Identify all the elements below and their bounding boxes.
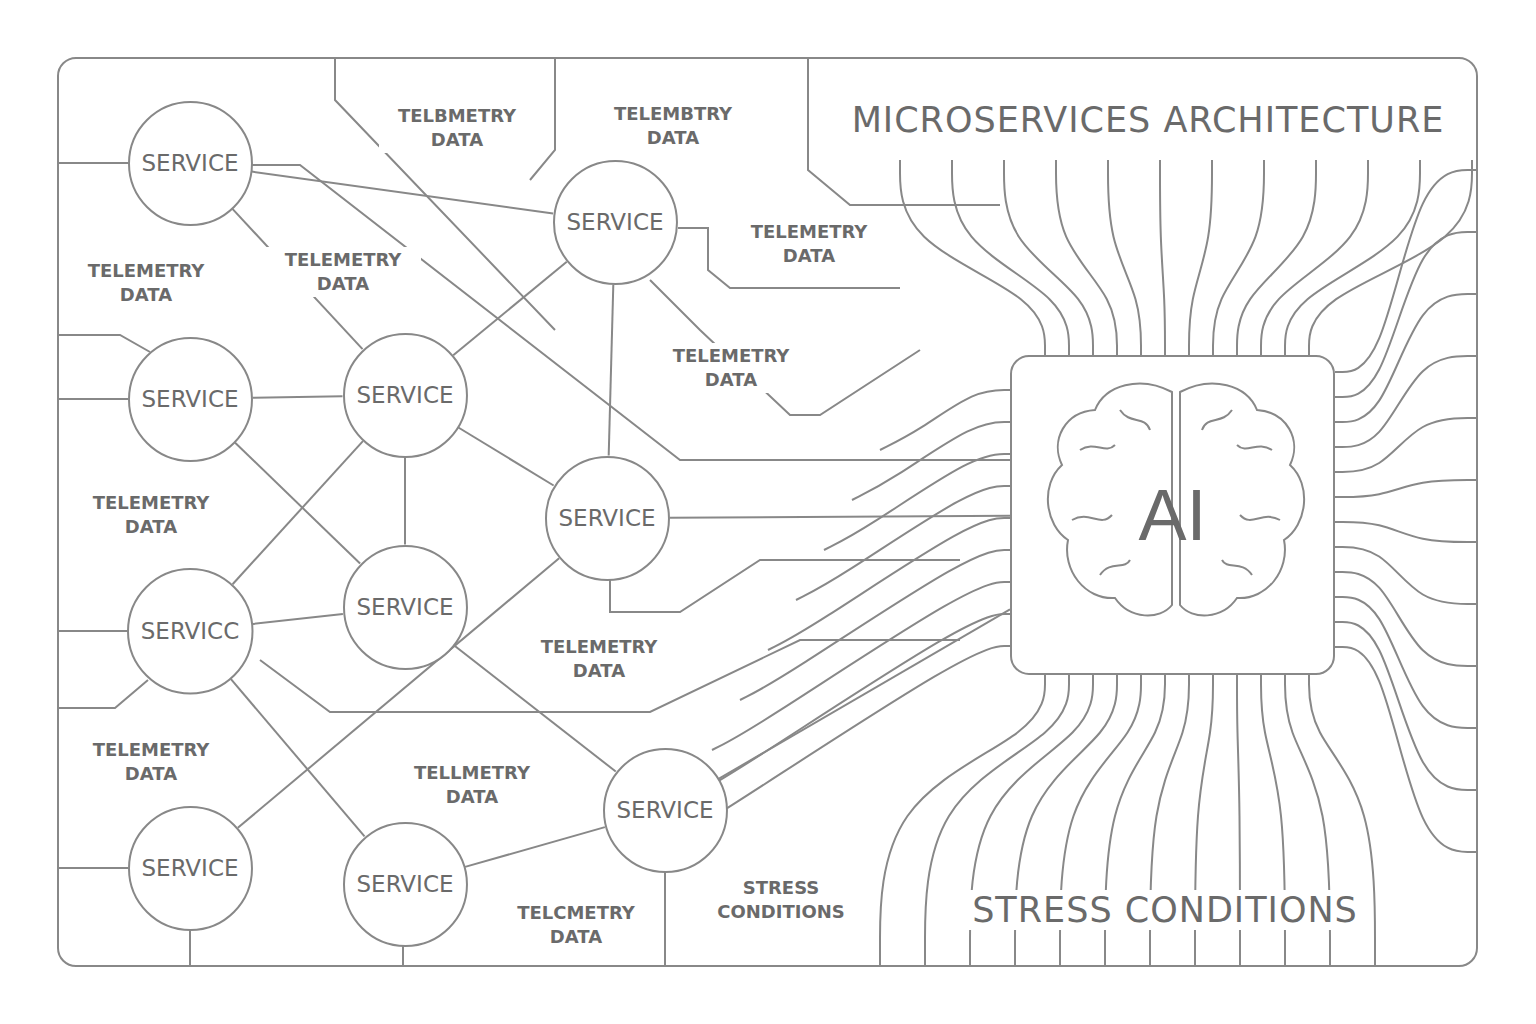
telemetry-label: TELEMBTRY DATA	[595, 101, 751, 152]
connector	[252, 396, 342, 398]
trace	[796, 486, 1010, 600]
service-label: SERVICE	[140, 150, 241, 176]
telemetry-label: TELEMETRY DATA	[68, 258, 224, 309]
outer-frame	[58, 58, 1477, 966]
connector	[404, 457, 406, 544]
connector	[231, 679, 365, 836]
telemetry-label: TELEMETRY DATA	[73, 490, 229, 541]
trace	[1160, 160, 1165, 355]
service-circle: SERVICE	[545, 456, 670, 581]
service-label: SERVICE	[140, 386, 241, 412]
diagram-caption: STRESS CONDITIONS	[968, 890, 1362, 930]
connector	[458, 427, 553, 485]
service-circle: SERVICE	[553, 160, 678, 285]
service-circle: SERVICE	[343, 545, 468, 670]
service-circle: SERVICE	[128, 337, 253, 462]
trace	[1335, 622, 1477, 790]
service-circle: SERVICC	[127, 568, 254, 695]
telemetry-label: STRESS CONDITIONS	[703, 875, 859, 926]
brain-folds	[1202, 410, 1280, 575]
wire	[58, 335, 150, 352]
service-label: SERVICC	[139, 618, 242, 644]
trace	[684, 614, 1010, 800]
connector	[233, 441, 363, 584]
trace	[1335, 232, 1477, 397]
telemetry-label: TELEMETRY DATA	[731, 219, 887, 270]
trace	[1335, 356, 1477, 447]
wires	[58, 58, 1010, 966]
wire	[610, 560, 960, 612]
service-circle: SERVICE	[128, 806, 253, 931]
diagram-title: MICROSERVICES ARCHITECTURE	[848, 100, 1449, 140]
service-label: SERVICE	[355, 594, 456, 620]
service-circle: SERVICE	[603, 748, 728, 873]
wire	[189, 930, 191, 966]
trace	[880, 390, 1010, 450]
trace	[1335, 597, 1477, 728]
trace	[1285, 160, 1420, 355]
service-circle: SERVICE	[128, 101, 253, 226]
trace	[1261, 160, 1368, 355]
wire	[58, 680, 148, 708]
trace	[1335, 547, 1477, 604]
wire	[664, 872, 666, 966]
wire	[650, 280, 920, 415]
connector	[238, 558, 559, 828]
trace	[1189, 160, 1212, 355]
connector	[453, 262, 567, 356]
trace	[1335, 480, 1477, 497]
trace	[1004, 160, 1093, 355]
service-circle: SERVICE	[343, 333, 468, 458]
telemetry-label: TELLMETRY DATA	[394, 760, 550, 811]
connector	[465, 827, 605, 867]
wire	[58, 867, 128, 869]
service-circle: SERVICE	[343, 822, 468, 947]
trace	[952, 160, 1069, 355]
trace	[1335, 522, 1477, 542]
brain-illustration	[1048, 384, 1304, 616]
telemetry-label: TELEMETRY DATA	[265, 247, 421, 298]
trace	[1335, 647, 1477, 852]
wire	[58, 630, 128, 632]
connector	[719, 609, 1010, 778]
wire	[58, 398, 128, 400]
circuit-traces	[656, 160, 1477, 966]
service-label: SERVICE	[557, 505, 658, 531]
connector	[235, 442, 360, 563]
telemetry-label: TELEMETRY DATA	[653, 343, 809, 394]
connector	[253, 614, 343, 624]
ai-label: AI	[1136, 474, 1208, 556]
wire	[252, 165, 1010, 460]
trace	[1335, 572, 1477, 666]
service-label: SERVICE	[140, 855, 241, 881]
wire	[58, 162, 128, 164]
trace	[1335, 294, 1477, 422]
telemetry-label: TELEMETRY DATA	[521, 634, 677, 685]
trace	[1237, 160, 1316, 355]
wire	[402, 946, 404, 966]
trace	[824, 454, 1010, 550]
service-label: SERVICE	[565, 209, 666, 235]
ai-chip: AI	[1010, 355, 1335, 675]
trace	[712, 582, 1010, 750]
service-label: SERVICE	[355, 871, 456, 897]
telemetry-label: TELEMETRY DATA	[73, 737, 229, 788]
connector	[669, 516, 1010, 518]
telemetry-label: TELCMETRY DATA	[498, 900, 654, 951]
trace	[900, 160, 1045, 355]
connector	[609, 284, 614, 455]
service-label: SERVICE	[615, 797, 716, 823]
trace	[1108, 160, 1141, 355]
brain-folds	[1072, 410, 1150, 575]
connector	[252, 172, 553, 214]
trace	[1335, 418, 1477, 472]
service-label: SERVICE	[355, 382, 456, 408]
telemetry-label: TELBMETRY DATA	[379, 103, 535, 154]
trace	[1335, 170, 1477, 372]
trace	[1309, 160, 1472, 355]
